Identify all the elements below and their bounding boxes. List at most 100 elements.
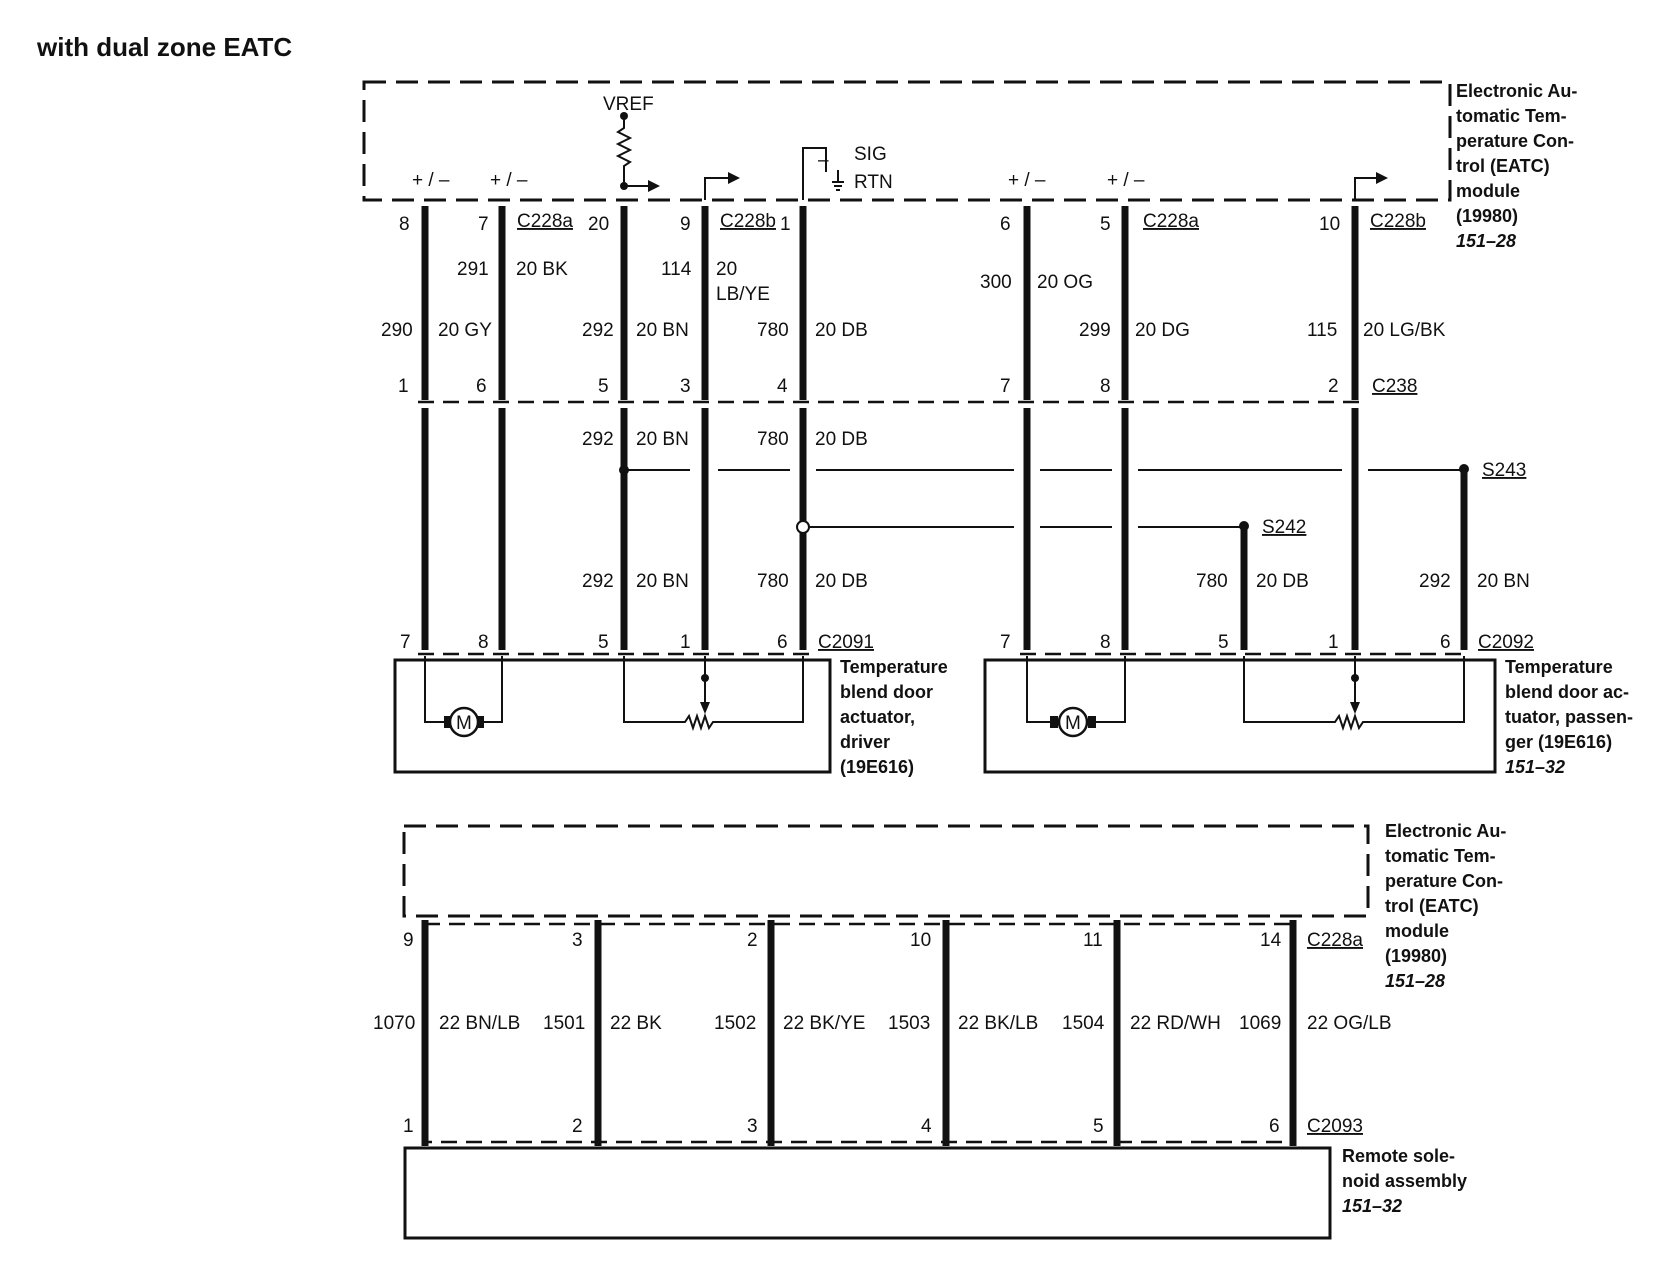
svg-text:11: 11: [1083, 930, 1103, 951]
circuit-number: 115: [1307, 320, 1337, 341]
pin-number: 7: [1000, 632, 1011, 653]
svg-text:noid assembly: noid assembly: [1342, 1171, 1467, 1191]
polarity-label: + / –: [490, 170, 528, 191]
circuit-number: 299: [1079, 320, 1111, 341]
polarity-label: + / –: [412, 170, 450, 191]
svg-text:6: 6: [1269, 1116, 1280, 1137]
eatc-module-bottom-label: Electronic Au- tomatic Tem- perature Con…: [1385, 821, 1506, 991]
svg-text:(19980): (19980): [1385, 946, 1447, 966]
svg-text:Electronic Au-: Electronic Au-: [1385, 821, 1506, 841]
solenoid-wire-3: 2 1502 22 BK/YE 3: [714, 930, 865, 1137]
svg-text:ger (19E616): ger (19E616): [1505, 732, 1612, 752]
svg-text:M: M: [456, 713, 472, 734]
pin-number: 5: [598, 632, 609, 653]
circuit-number: 292: [1419, 571, 1451, 592]
connector-c2091: C2091: [818, 632, 874, 653]
svg-text:SIG: SIG: [854, 144, 887, 165]
wire-color: 20 GY: [438, 320, 492, 341]
polarity-label: + / –: [1107, 170, 1145, 191]
svg-text:151–28: 151–28: [1385, 971, 1445, 991]
pin-number: 1: [398, 376, 409, 397]
svg-text:driver: driver: [840, 732, 890, 752]
solenoid-wire-1: 9 1070 22 BN/LB 1: [373, 930, 520, 1137]
pin-number: 1: [1328, 632, 1339, 653]
motor-driver: M: [424, 656, 503, 738]
wire-color: 20 LG/BK: [1363, 320, 1446, 341]
svg-text:22 BK/YE: 22 BK/YE: [783, 1013, 865, 1034]
wire-color: 20 DB: [815, 429, 868, 450]
svg-text:4: 4: [921, 1116, 932, 1137]
svg-text:2: 2: [572, 1116, 583, 1137]
svg-text:22 BK: 22 BK: [610, 1013, 662, 1034]
pin-number: 1: [780, 214, 791, 235]
eatc-module-top-label: Electronic Au- tomatic Tem- perature Con…: [1456, 81, 1577, 251]
wire-color: LB/YE: [716, 284, 770, 305]
splice-s243-line: [619, 464, 1469, 475]
svg-text:blend door ac-: blend door ac-: [1505, 682, 1629, 702]
eatc-module-top-box: [362, 80, 1452, 202]
actuator-passenger-label: Temperature blend door ac- tuator, passe…: [1505, 657, 1633, 777]
svg-text:1: 1: [403, 1116, 414, 1137]
wire-color: 20: [716, 259, 737, 280]
circuit-number: 292: [582, 429, 614, 450]
pin-number: 8: [478, 632, 489, 653]
splice-s243: S243: [1482, 460, 1526, 481]
pin-number: 7: [478, 214, 489, 235]
svg-text:Temperature: Temperature: [1505, 657, 1613, 677]
solenoid-wires: [421, 920, 1297, 1146]
svg-text:perature Con-: perature Con-: [1385, 871, 1503, 891]
wire-color: 20 DG: [1135, 320, 1190, 341]
diagram-title: with dual zone EATC: [36, 32, 292, 62]
svg-text:1501: 1501: [543, 1013, 585, 1034]
circuit-number: 114: [661, 259, 692, 280]
actuator-driver-box: [393, 658, 832, 774]
circuit-number: 292: [582, 571, 614, 592]
svg-text:1502: 1502: [714, 1013, 756, 1034]
wire-color: 20 OG: [1037, 272, 1093, 293]
svg-text:(19980): (19980): [1456, 206, 1518, 226]
svg-text:22 OG/LB: 22 OG/LB: [1307, 1013, 1392, 1034]
pin-number: 1: [680, 632, 691, 653]
pin-number: 6: [476, 376, 487, 397]
sig-rtn-ground: – SIG RTN: [802, 144, 893, 200]
svg-text:9: 9: [403, 930, 414, 951]
circuit-number: 300: [980, 272, 1012, 293]
splice-s242: S242: [1262, 517, 1306, 538]
ref-arrow: [704, 172, 740, 200]
eatc-module-bottom-box: [402, 824, 1370, 918]
polarity-label: + / –: [1008, 170, 1046, 191]
remote-solenoid-box: [403, 1146, 1332, 1240]
remote-solenoid-label: Remote sole- noid assembly 151–32: [1342, 1146, 1467, 1216]
svg-text:–: –: [818, 150, 829, 171]
motor-passenger: M: [1026, 656, 1126, 738]
solenoid-wire-2: 3 1501 22 BK 2: [543, 930, 662, 1137]
circuit-number: 291: [457, 259, 489, 280]
solenoid-wire-4: 10 1503 22 BK/LB 4: [888, 930, 1038, 1137]
circuit-number: 780: [757, 320, 789, 341]
pin-number: 6: [777, 632, 788, 653]
svg-text:trol (EATC): trol (EATC): [1456, 156, 1550, 176]
svg-text:3: 3: [572, 930, 583, 951]
wire-color: 20 DB: [815, 320, 868, 341]
svg-text:14: 14: [1260, 930, 1282, 951]
svg-text:22 BK/LB: 22 BK/LB: [958, 1013, 1038, 1034]
vref-resistor: [615, 112, 660, 192]
connector-c228b: C228b: [720, 211, 776, 232]
svg-text:Electronic Au-: Electronic Au-: [1456, 81, 1577, 101]
potentiometer-passenger: [1243, 656, 1465, 732]
circuit-number: 292: [582, 320, 614, 341]
svg-text:M: M: [1065, 713, 1081, 734]
wire-color: 20 BN: [1477, 571, 1530, 592]
pin-number: 6: [1000, 214, 1011, 235]
svg-text:tomatic Tem-: tomatic Tem-: [1456, 106, 1567, 126]
wire-color: 20 DB: [1256, 571, 1309, 592]
connector-c2093: C2093: [1307, 1116, 1363, 1137]
svg-text:tomatic Tem-: tomatic Tem-: [1385, 846, 1496, 866]
svg-text:22 BN/LB: 22 BN/LB: [439, 1013, 520, 1034]
connector-c228a: C228a: [1143, 211, 1199, 232]
ref-arrow: [1354, 172, 1388, 200]
svg-text:actuator,: actuator,: [840, 707, 915, 727]
circuit-number: 780: [757, 571, 789, 592]
svg-text:Temperature: Temperature: [840, 657, 948, 677]
